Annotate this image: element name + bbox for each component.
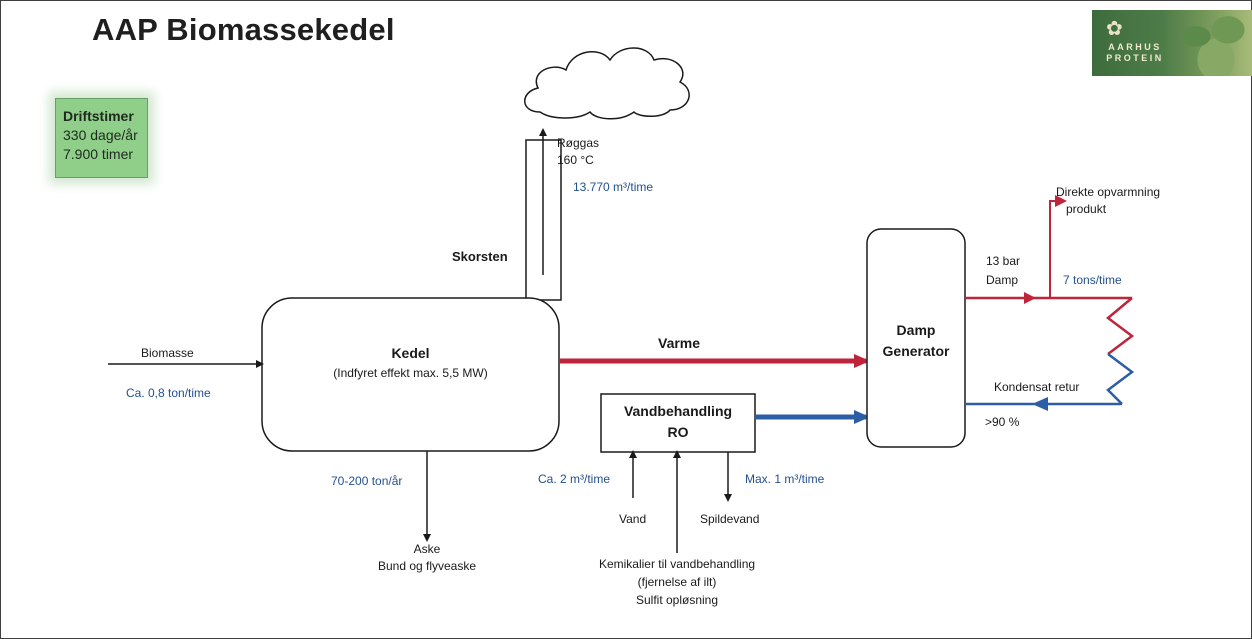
direct-heating-line1: Direkte opvarmning: [1056, 185, 1161, 199]
chemicals-line1: Kemikalier til vandbehandling: [598, 557, 756, 571]
operating-hours-box: Driftstimer 330 dage/år 7.900 timer: [55, 98, 148, 178]
heat-exchanger-hot: [1105, 297, 1135, 355]
ash-rate: 70-200 ton/år: [331, 474, 403, 488]
water-treatment-line1: Vandbehandling: [623, 403, 733, 419]
ash-detail: Bund og flyveaske: [377, 559, 477, 573]
logo-brand-text: AARHUS PROTEIN: [1100, 42, 1170, 64]
leaf-icon: ✿: [1106, 18, 1123, 40]
waste-water-rate: Max. 1 m³/time: [745, 472, 825, 486]
flue-gas-flow: 13.770 m³/time: [573, 180, 654, 194]
steam-pressure: 13 bar: [986, 254, 1021, 268]
condensate-label: Kondensat retur: [994, 380, 1080, 394]
boiler-detail: (Indfyret effekt max. 5,5 MW): [333, 366, 488, 380]
condensate-rate: >90 %: [985, 415, 1020, 429]
direct-heating-line2: produkt: [1066, 202, 1107, 216]
ash-label: Aske: [413, 542, 441, 556]
flue-gas-label: Røggas: [557, 136, 600, 150]
logo-brand-line1: AARHUS: [1108, 42, 1162, 52]
page-title: AAP Biomassekedel: [92, 12, 395, 47]
water-treatment-line2: RO: [667, 424, 689, 440]
flue-gas-temp: 160 °C: [557, 153, 594, 167]
logo-brand-line2: PROTEIN: [1106, 53, 1164, 63]
boiler-box: [261, 297, 560, 452]
water-in-label: Vand: [619, 512, 647, 526]
heat-exchanger-cold: [1106, 353, 1135, 405]
chemicals-line3: Sulfit opløsning: [635, 593, 719, 607]
waste-water-label: Spildevand: [700, 512, 760, 526]
steam-generator-box: [866, 228, 966, 448]
steam-flow: 7 tons/time: [1063, 273, 1122, 287]
direct-heating-line: [1049, 200, 1060, 298]
water-in-rate: Ca. 2 m³/time: [538, 472, 611, 486]
biomass-rate: Ca. 0,8 ton/time: [126, 386, 211, 400]
smoke-cloud: [524, 47, 690, 120]
heat-label: Varme: [658, 335, 701, 351]
operating-hours-heading: Driftstimer: [63, 108, 134, 124]
forest-image: [1172, 10, 1252, 76]
chimney-label: Skorsten: [452, 249, 508, 264]
biomass-label: Biomasse: [141, 346, 194, 360]
company-logo: ✿ AARHUS PROTEIN: [1092, 10, 1252, 76]
chemicals-line2: (fjernelse af ilt): [637, 575, 717, 589]
steam-label: Damp: [986, 273, 1019, 287]
steam-generator-line2: Generator: [882, 343, 950, 359]
operating-days: 330 dage/år: [63, 127, 138, 143]
boiler-name: Kedel: [391, 345, 430, 361]
steam-generator-line1: Damp: [896, 322, 936, 338]
operating-hours-total: 7.900 timer: [63, 146, 134, 162]
water-treatment-box: [600, 393, 756, 453]
